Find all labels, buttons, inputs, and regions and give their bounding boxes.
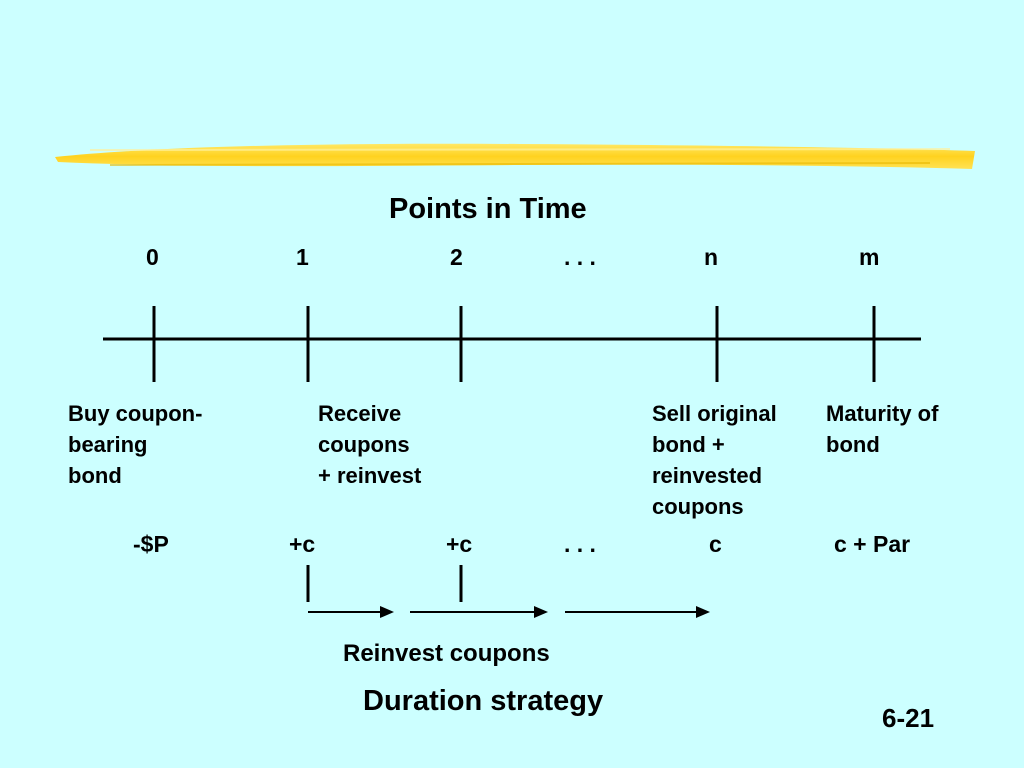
time-label-1: 1 [296,244,309,270]
diagram-title: Points in Time [389,193,587,225]
reinvest-arrow-3 [565,606,710,618]
reinvest-label: Reinvest coupons [343,640,550,667]
cash-flow-2: +c [446,531,473,557]
reinvest-arrow-2 [410,606,548,618]
time-label-m: m [859,244,880,270]
time-label-0: 0 [146,244,159,270]
event-maturity: Maturity of bond [826,401,939,457]
cash-flow-ellipsis: . . . [564,531,596,557]
cash-flow-n: c [709,531,722,557]
cash-flow-m: c + Par [834,531,911,557]
cash-flow-0: -$P [133,531,169,557]
subtitle: Duration strategy [363,685,604,717]
time-label-2: 2 [450,244,463,270]
event-receive-coupons: Receive coupons + reinvest [318,401,422,488]
time-label-n: n [704,244,719,270]
highlighter-stroke [55,143,975,169]
event-buy-bond: Buy coupon- bearing bond [68,401,203,488]
cash-flow-1: +c [289,531,316,557]
event-sell-bond: Sell original bond + reinvested coupons [652,401,777,519]
slide-number: 6-21 [882,703,935,733]
reinvest-arrow-1 [308,606,394,618]
time-label-ellipsis: . . . [564,244,596,270]
